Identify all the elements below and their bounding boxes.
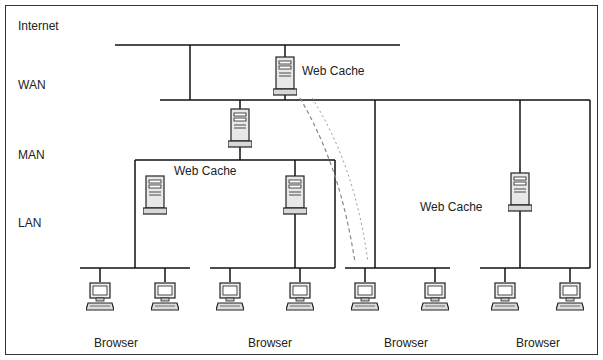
client-label: Browser — [514, 336, 562, 350]
client-label: Browser — [246, 336, 294, 350]
layer-name: WAN — [16, 78, 48, 92]
client-label: Browser — [92, 336, 140, 350]
cache-label: Web Cache — [418, 200, 484, 214]
cache-label: Web Cache — [172, 164, 238, 178]
cache-label: Web Cache — [300, 64, 366, 78]
layer-name: LAN — [16, 216, 43, 230]
layer-name: Internet — [16, 19, 61, 33]
layer-name: MAN — [16, 148, 47, 162]
client-label: Browser — [382, 336, 430, 350]
